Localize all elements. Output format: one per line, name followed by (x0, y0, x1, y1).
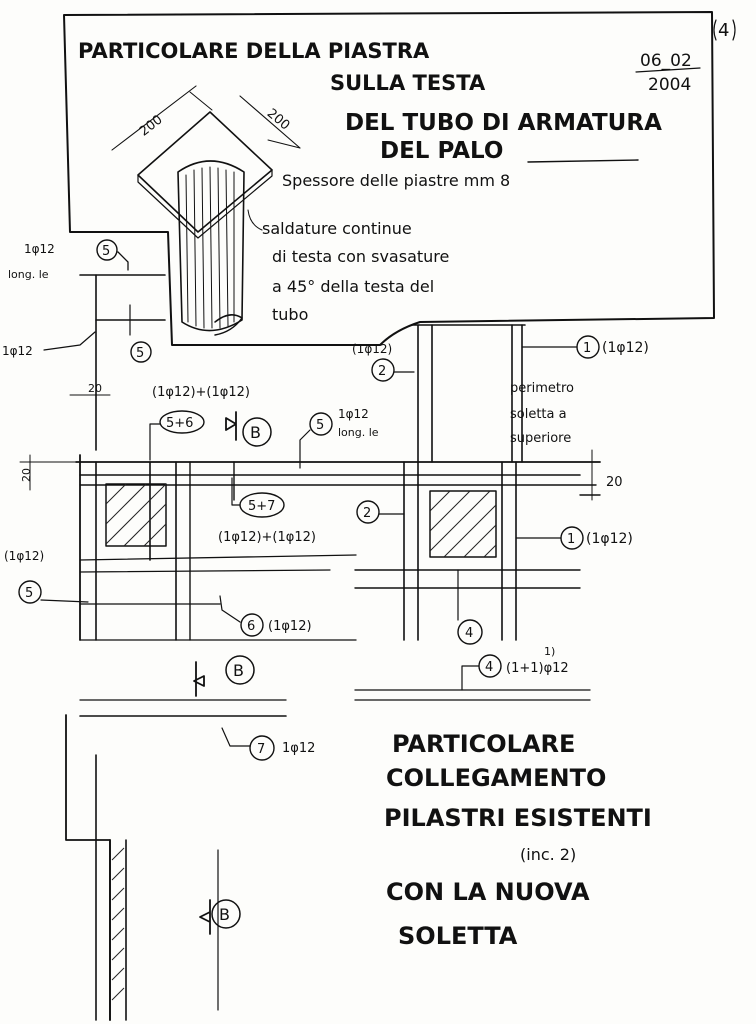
date-line-2: 2004 (648, 75, 691, 95)
svg-text:20: 20 (20, 468, 33, 482)
svg-text:perimetro: perimetro (510, 381, 574, 396)
connection-title-4: (inc. 2) (520, 845, 576, 864)
svg-text:20: 20 (606, 475, 623, 490)
svg-text:4: 4 (485, 660, 493, 675)
connection-title-5: CON LA NUOVA (386, 878, 590, 906)
plate-title-2: SULLA TESTA (330, 71, 486, 95)
svg-text:B: B (219, 905, 230, 924)
svg-text:(1φ12): (1φ12) (4, 549, 44, 563)
weld-note-4: tubo (272, 305, 308, 324)
thickness-note: Spessore delle piastre mm 8 (282, 171, 510, 190)
svg-text:1φ12: 1φ12 (282, 741, 315, 756)
svg-text:(1φ12): (1φ12) (602, 340, 649, 356)
pile-tube (177, 160, 245, 336)
connection-title-2: COLLEGAMENTO (386, 764, 606, 792)
svg-text:superiore: superiore (510, 431, 571, 446)
frame-outline (63, 11, 715, 346)
plate-dim-right: 200 (264, 106, 293, 133)
svg-text:1φ12: 1φ12 (2, 344, 33, 358)
svg-text:(1φ12): (1φ12) (586, 531, 633, 547)
svg-text:5: 5 (316, 418, 324, 433)
svg-text:5: 5 (136, 346, 144, 361)
connection-title-6: SOLETTA (398, 922, 518, 950)
connection-title-1: PARTICOLARE (392, 730, 575, 758)
svg-text:5: 5 (102, 244, 110, 259)
page-number-parens (713, 19, 736, 41)
svg-text:20: 20 (88, 382, 102, 395)
column-top-detail: 1 (1φ12) 2 (1φ12) perimetro soletta a su… (352, 324, 649, 463)
connection-title-3: PILASTRI ESISTENTI (384, 804, 652, 832)
frame-lower-outline (65, 714, 111, 1021)
svg-text:soletta a: soletta a (510, 407, 567, 422)
weld-note-3: a 45° della testa del (272, 277, 434, 296)
page-number: 4 (718, 20, 729, 41)
svg-text:long. le: long. le (338, 426, 379, 439)
svg-text:1: 1 (583, 341, 591, 356)
svg-text:2: 2 (363, 506, 371, 521)
svg-text:4: 4 (465, 626, 473, 641)
svg-text:1φ12: 1φ12 (338, 407, 369, 421)
section-callouts: 5+7 (1φ12)+(1φ12) 2 1 (1φ12) (1φ12) 5 6 … (4, 477, 633, 761)
svg-text:1): 1) (544, 645, 555, 658)
plate-title-3: DEL TUBO DI ARMATURA (345, 110, 662, 136)
weld-note-1: saldature continue (262, 219, 412, 238)
svg-text:5: 5 (25, 586, 33, 601)
svg-text:2: 2 (378, 364, 386, 379)
svg-text:(1φ12)+(1φ12): (1φ12)+(1φ12) (218, 530, 316, 545)
svg-text:long. le: long. le (8, 268, 49, 281)
svg-text:(1φ12)+(1φ12): (1φ12)+(1φ12) (152, 385, 250, 400)
upper-callouts: (1φ12)+(1φ12) 5+6 B 5 1φ12 long. le (149, 385, 379, 469)
svg-text:(1φ12): (1φ12) (352, 342, 392, 356)
svg-text:(1φ12): (1φ12) (268, 619, 312, 634)
svg-text:5+7: 5+7 (248, 499, 275, 514)
bar-5-small-detail: 1φ12 long. le 5 5 1φ12 20 (2, 239, 166, 451)
svg-text:1φ12: 1φ12 (24, 242, 55, 256)
slab-section: 20 20 (19, 449, 623, 717)
existing-column: B (95, 754, 241, 1021)
plate-title-4: DEL PALO (380, 138, 503, 164)
svg-text:7: 7 (257, 742, 265, 757)
plate-title-1: PARTICOLARE DELLA PIASTRA (78, 39, 430, 63)
svg-text:B: B (233, 661, 244, 680)
svg-text:5+6: 5+6 (166, 416, 193, 431)
svg-text:B: B (250, 423, 261, 442)
svg-text:6: 6 (247, 619, 255, 634)
weld-note-2: di testa con svasature (272, 247, 449, 266)
date-line-1: 06_02 (640, 51, 692, 71)
svg-text:(1+1)φ12: (1+1)φ12 (506, 661, 569, 676)
plate-dim-left: 200 (137, 112, 166, 139)
svg-text:1: 1 (567, 532, 575, 547)
